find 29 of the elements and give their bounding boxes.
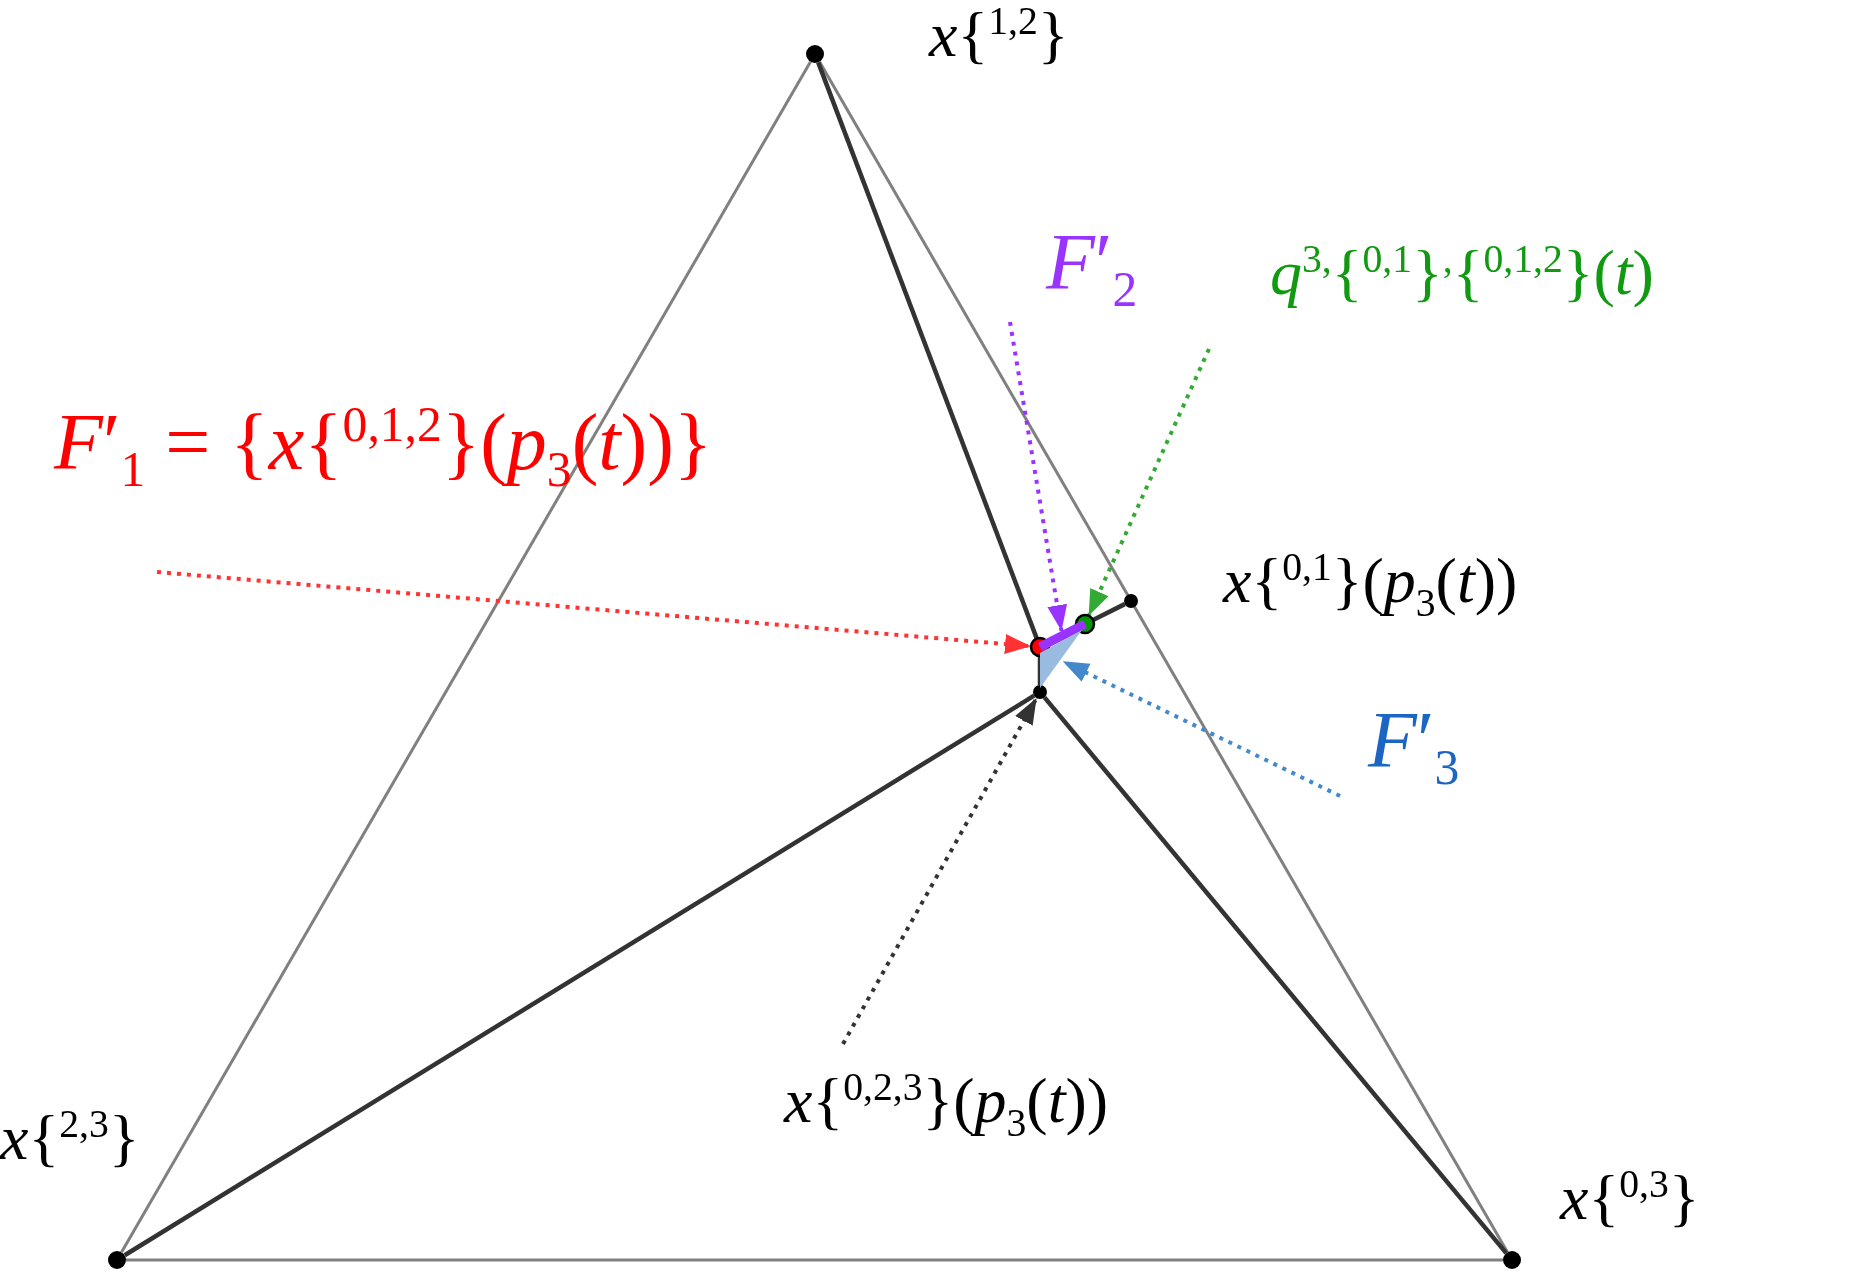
point xyxy=(1503,1251,1521,1269)
math-label: F′$_{2}$ xyxy=(1046,222,1138,315)
point xyxy=(1124,594,1138,608)
point xyxy=(108,1251,126,1269)
line-segment xyxy=(120,61,812,1253)
line-segment xyxy=(816,61,1039,640)
line-segment xyxy=(1042,695,1508,1255)
leader-arrow xyxy=(156,570,1032,654)
line-segment xyxy=(1092,602,1126,622)
line-segment xyxy=(1037,656,1043,685)
point xyxy=(1074,613,1096,635)
leader-arrow xyxy=(1086,348,1211,617)
vertex-label: x{$^{0,3}$} xyxy=(1560,1165,1700,1231)
leader-arrow xyxy=(1008,321,1068,632)
math-label: q$^{3,}${$^{0,1}$}$^{,}${$^{0,1,2}$}(t) xyxy=(1270,240,1654,306)
leader-arrow xyxy=(1061,659,1341,798)
vertex-label: x{$^{1,2}$} xyxy=(929,2,1069,68)
shaded-face xyxy=(1040,630,1082,688)
point xyxy=(1033,685,1047,699)
segment xyxy=(1037,620,1088,651)
point xyxy=(806,45,824,63)
math-label: F′$_{3}$ xyxy=(1368,700,1460,793)
math-label: x{$^{0,2,3}$}(p$_{3}$(t)) xyxy=(784,1068,1109,1144)
line-segment xyxy=(818,61,1509,1253)
leader-arrow xyxy=(841,697,1039,1045)
line-segment xyxy=(123,693,1036,1258)
math-label: F′$_{1}$ = {x{$^{0,1,2}$}(p$_{3}$(t))} xyxy=(54,400,713,495)
line-segment xyxy=(126,1258,1503,1262)
vertex-label: x{$^{0,1}$}(p$_{3}$(t)) xyxy=(1223,548,1518,624)
